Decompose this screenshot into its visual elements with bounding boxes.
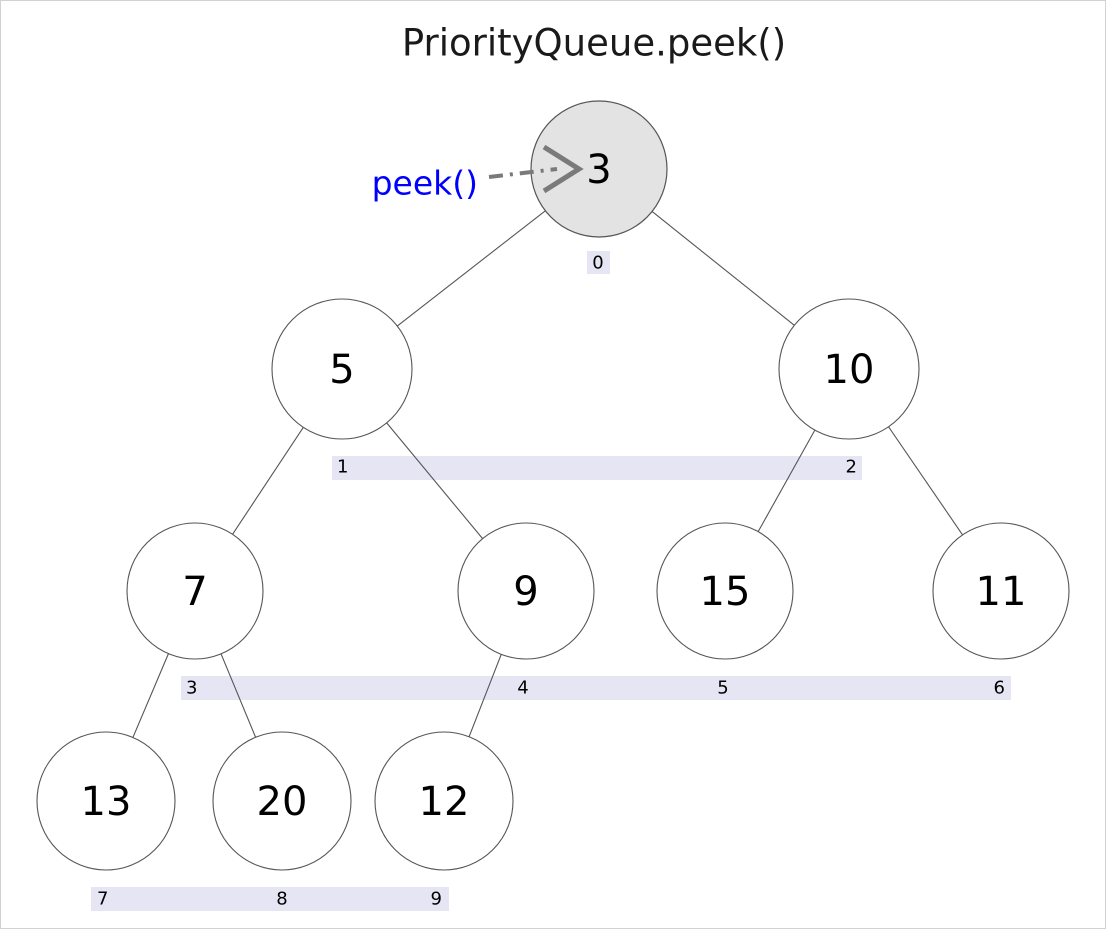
tree-edge-7-to-13 [132, 653, 169, 738]
index-bar-group [91, 251, 1011, 911]
tree-node-3[interactable]: 3 [530, 100, 668, 238]
array-index-label-2: 2 [846, 457, 857, 478]
node-circle-13[interactable] [36, 731, 176, 871]
index-bar-level-1 [332, 456, 862, 480]
node-value-11: 11 [976, 569, 1027, 615]
tree-edge-3-to-5 [396, 210, 546, 327]
node-value-13: 13 [81, 779, 132, 825]
node-circle-15[interactable] [656, 522, 794, 660]
node-circle-11[interactable] [932, 522, 1070, 660]
node-value-15: 15 [700, 569, 751, 615]
array-index-label-0: 0 [592, 253, 603, 274]
node-circle-10[interactable] [778, 298, 920, 440]
array-index-label-9: 9 [431, 889, 442, 910]
node-circle-3[interactable] [530, 100, 668, 238]
tree-edge-5-to-7 [232, 427, 304, 535]
tree-node-20[interactable]: 20 [212, 731, 352, 871]
tree-edge-5-to-9 [386, 422, 484, 539]
array-index-label-5: 5 [717, 678, 728, 699]
tree-node-9[interactable]: 9 [457, 522, 595, 660]
array-index-label-8: 8 [276, 889, 287, 910]
tree-node-7[interactable]: 7 [126, 522, 264, 660]
tree-edge-7-to-20 [220, 653, 257, 738]
node-value-12: 12 [419, 779, 470, 825]
index-bar-level-2 [181, 676, 1011, 700]
tree-edge-9-to-12 [468, 654, 502, 737]
node-value-9: 9 [513, 569, 538, 615]
index-bar-level-3 [91, 887, 449, 911]
tree-edge-10-to-15 [757, 429, 816, 532]
node-circle-7[interactable] [126, 522, 264, 660]
node-value-7: 7 [182, 569, 207, 615]
node-circle-12[interactable] [374, 731, 514, 871]
page-title: PriorityQueue.peek() [402, 22, 786, 65]
node-value-3: 3 [586, 147, 611, 193]
peek-callout-label: peek() [372, 164, 478, 203]
node-circle-5[interactable] [271, 298, 413, 440]
tree-edge-10-to-11 [888, 426, 964, 536]
node-circle-9[interactable] [457, 522, 595, 660]
node-value-20: 20 [257, 779, 308, 825]
dash-dot-arrow-icon [488, 167, 558, 179]
array-index-label-4: 4 [517, 678, 528, 699]
array-index-label-6: 6 [994, 678, 1005, 699]
tree-node-12[interactable]: 12 [374, 731, 514, 871]
tree-node-11[interactable]: 11 [932, 522, 1070, 660]
array-index-label-1: 1 [337, 457, 348, 478]
tree-edge-3-to-10 [651, 211, 795, 326]
index-bar-level-0 [587, 251, 610, 274]
array-index-label-7: 7 [97, 889, 108, 910]
tree-node-5[interactable]: 5 [271, 298, 413, 440]
tree-edge-group [132, 210, 964, 738]
tree-node-10[interactable]: 10 [778, 298, 920, 440]
node-value-10: 10 [824, 347, 875, 393]
tree-node-13[interactable]: 13 [36, 731, 176, 871]
node-value-5: 5 [329, 347, 354, 393]
tree-node-15[interactable]: 15 [656, 522, 794, 660]
arrow-head-icon [542, 144, 584, 194]
node-circle-20[interactable] [212, 731, 352, 871]
array-index-label-3: 3 [186, 678, 197, 699]
peek-callout: peek() [372, 144, 584, 203]
